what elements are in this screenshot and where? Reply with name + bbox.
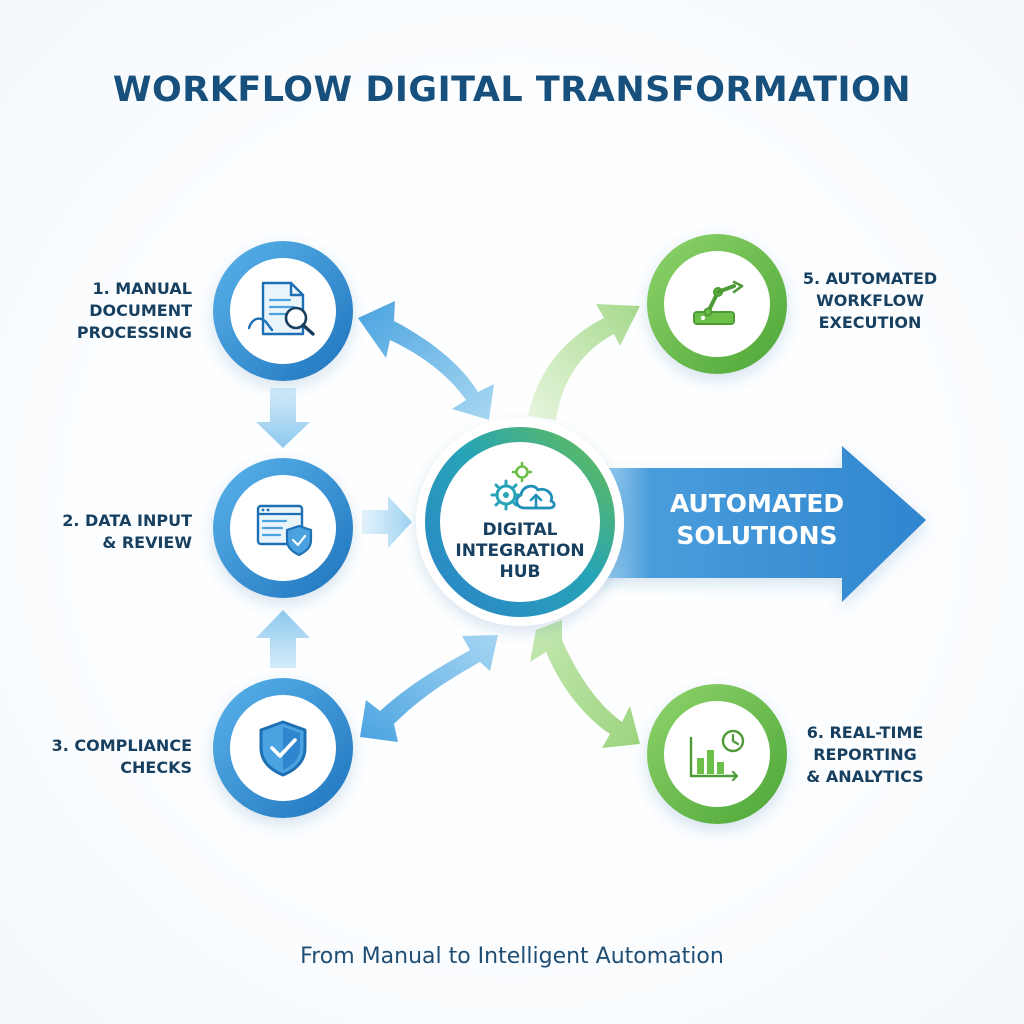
arrow-step3-hub xyxy=(360,635,498,742)
page-subtitle: From Manual to Intelligent Automation xyxy=(300,944,724,969)
connector-arrows xyxy=(256,301,640,748)
step-2-label: 2. DATA INPUT & REVIEW xyxy=(62,511,192,552)
form-shield-icon xyxy=(256,504,313,557)
arrow-hub-to-step5 xyxy=(528,304,640,420)
step-3-label: 3. COMPLIANCE CHECKS xyxy=(51,736,192,777)
hub-circle xyxy=(416,418,624,626)
arrow-step1-to-step2 xyxy=(256,388,310,448)
chart-clock-icon xyxy=(689,729,745,782)
document-search-icon xyxy=(247,281,315,336)
step-circle-6 xyxy=(647,684,787,824)
arrow-hub-step6 xyxy=(530,620,640,748)
arrow-step2-to-hub xyxy=(362,496,412,548)
robot-arm-icon xyxy=(693,280,744,325)
arrow-step3-to-step2 xyxy=(256,610,310,668)
hub-label: DIGITAL INTEGRATION HUB xyxy=(455,520,585,582)
page-title: WORKFLOW DIGITAL TRANSFORMATION xyxy=(112,70,912,110)
step-circle-5 xyxy=(647,234,787,374)
automated-solutions-arrow xyxy=(590,446,926,602)
arrow-step1-hub xyxy=(358,301,494,420)
automated-solutions-label: AUTOMATED SOLUTIONS xyxy=(669,489,845,550)
gears-cloud-icon xyxy=(490,461,556,511)
step-6-label: 6. REAL-TIME REPORTING & ANALYTICS xyxy=(806,723,924,786)
step-5-label: 5. AUTOMATED WORKFLOW EXECUTION xyxy=(802,269,938,332)
shield-check-icon xyxy=(259,720,307,777)
step-1-label: 1. MANUAL DOCUMENT PROCESSING xyxy=(76,279,192,342)
